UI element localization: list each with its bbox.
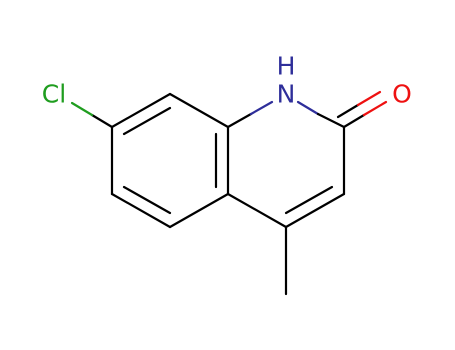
atom-chlorine-label: Cl <box>42 80 66 109</box>
bond-c4a-c5 <box>168 192 230 229</box>
bond-c2-o-second-red <box>356 90 382 107</box>
bond-c3-c4-inner <box>284 185 334 215</box>
bond-c7-cl-black <box>90 113 114 129</box>
bond-n1-c2-black <box>316 112 346 129</box>
bond-c7-cl-green <box>70 101 94 117</box>
bond-c7-c8-inner <box>122 106 172 136</box>
bond-c4-c4a <box>226 192 288 229</box>
bond-c5-c6-inner <box>122 185 172 215</box>
bond-c8a-n1-blue <box>249 100 274 116</box>
bond-c2-o-second-black <box>336 103 360 119</box>
bond-c2-o-black <box>342 113 366 129</box>
atom-oxygen-label: O <box>392 80 412 109</box>
atom-nitrogen-label: N <box>277 80 296 109</box>
bond-n1-c2-blue <box>296 100 320 116</box>
bond-c7-c8 <box>110 92 172 129</box>
atom-hydrogen-label: H <box>277 52 296 81</box>
bond-c3-c4 <box>284 192 346 229</box>
bond-c8a-n1-black <box>226 112 253 129</box>
bond-c5-c6 <box>110 192 172 229</box>
bond-c8-c8a <box>168 92 230 129</box>
bond-c2-o-red <box>362 100 388 117</box>
